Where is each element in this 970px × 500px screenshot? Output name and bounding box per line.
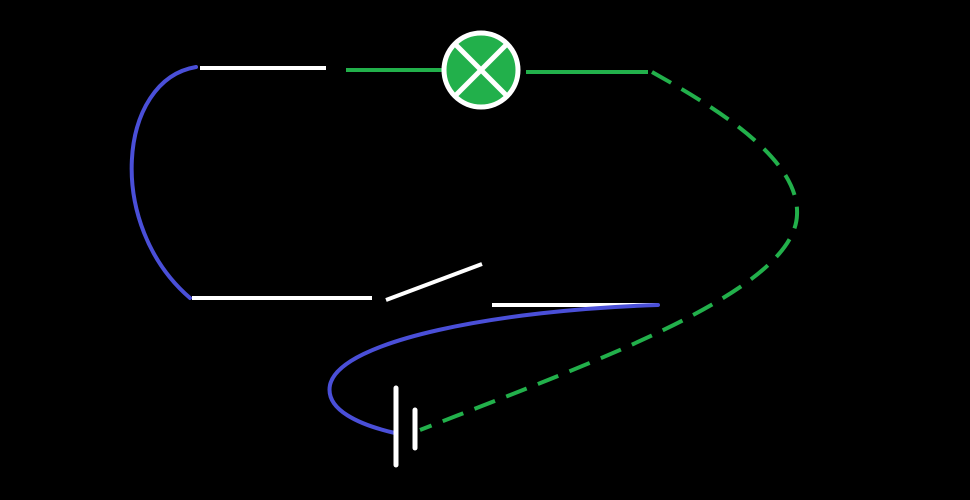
battery-icon [393,385,418,468]
switch-lever [385,262,483,302]
lamp-icon [441,30,521,110]
blue-wire-bottom-curve [327,303,660,435]
blue-wire-left-arc [129,65,198,300]
